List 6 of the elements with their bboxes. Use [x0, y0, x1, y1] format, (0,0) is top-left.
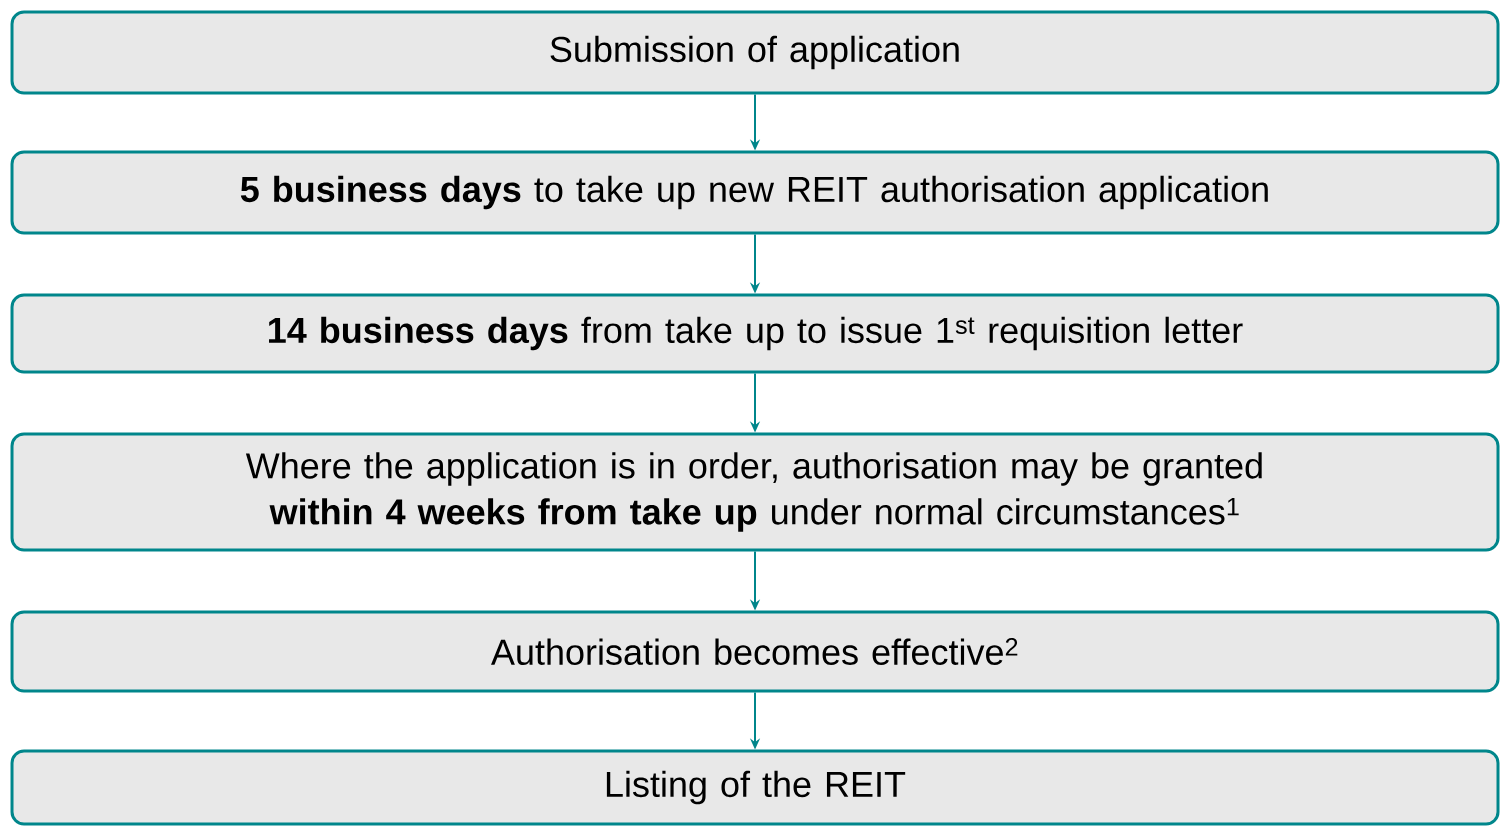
process-box: Listing of the REIT — [10, 749, 1500, 826]
process-box: Where the application is in order, authorisation may be granted within 4 weeks from take up under normal circumstances$^{1}$ — [10, 432, 1500, 552]
process-box: Authorisation becomes effective$^{2}$ — [10, 610, 1500, 693]
process-box: Submission of application — [10, 10, 1500, 95]
process-box: 5 business days to take up new REIT authorisation application — [10, 150, 1500, 235]
process-box: 14 business days from take up to issue 1$^{st}$ requisition letter — [10, 293, 1500, 374]
